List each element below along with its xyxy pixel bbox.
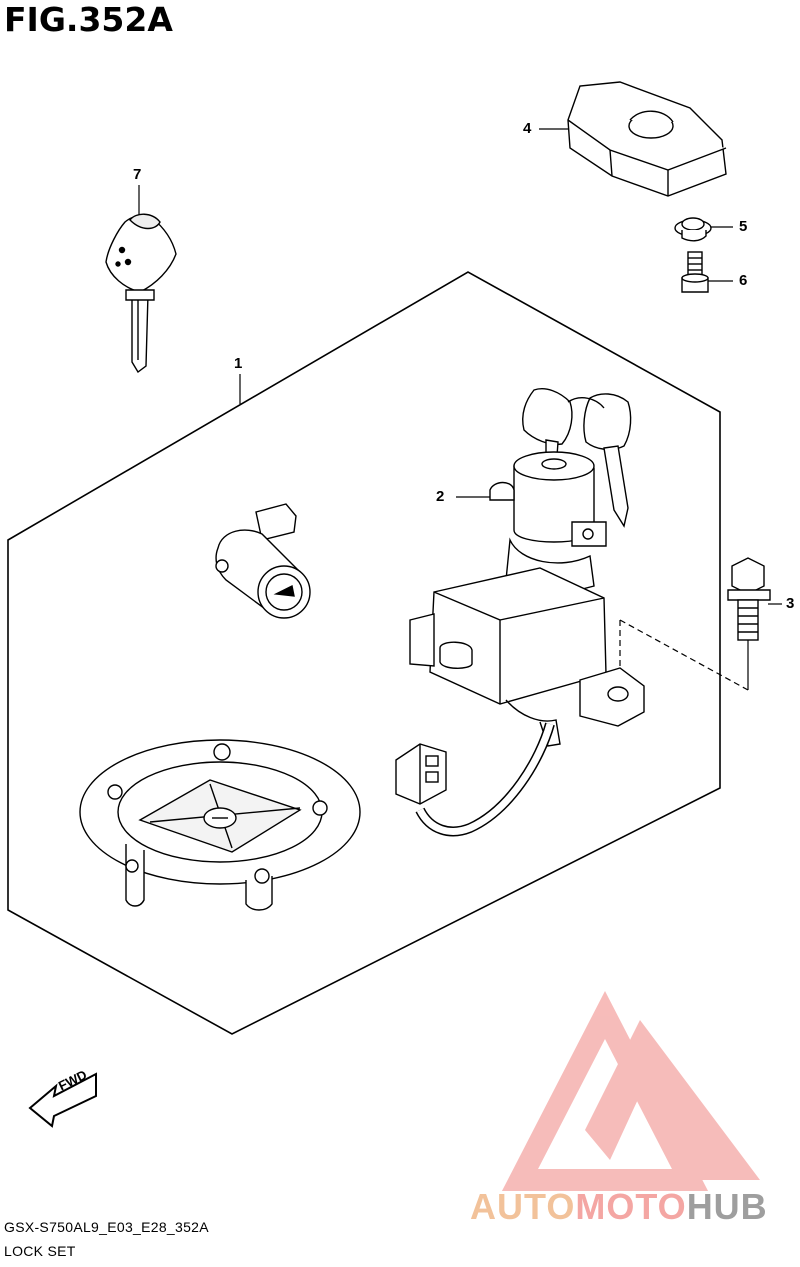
fuel-cap	[79, 739, 361, 911]
callout-6: 6	[739, 272, 748, 289]
figure-title: FIG.352A	[4, 0, 173, 39]
fwd-arrow	[28, 1072, 97, 1128]
bolt-part-3	[727, 557, 771, 641]
callout-5: 5	[739, 218, 748, 235]
diagram-name: LOCK SET	[4, 1243, 76, 1259]
watermark-logo	[501, 990, 760, 1191]
callout-2: 2	[436, 488, 445, 505]
watermark-hub: HUB	[686, 1186, 768, 1227]
seat-lock-cylinder	[215, 503, 311, 619]
watermark-moto: MOTO	[575, 1186, 687, 1227]
ignition-switch-part-2	[395, 388, 645, 837]
bolt-part-6	[681, 251, 709, 293]
key-part-7	[105, 213, 177, 374]
washer-part-5	[674, 217, 712, 242]
callout-3: 3	[786, 595, 795, 612]
callout-7: 7	[133, 166, 142, 183]
diagram-code: GSX-S750AL9_E03_E28_352A	[4, 1219, 209, 1235]
lock-set-box	[7, 271, 721, 1035]
cover-part-4	[567, 81, 727, 197]
watermark-auto: AUTO	[470, 1186, 576, 1227]
watermark-text: AUTOMOTOHUB	[470, 1186, 768, 1228]
callout-4: 4	[523, 120, 532, 137]
callout-1: 1	[234, 355, 243, 372]
